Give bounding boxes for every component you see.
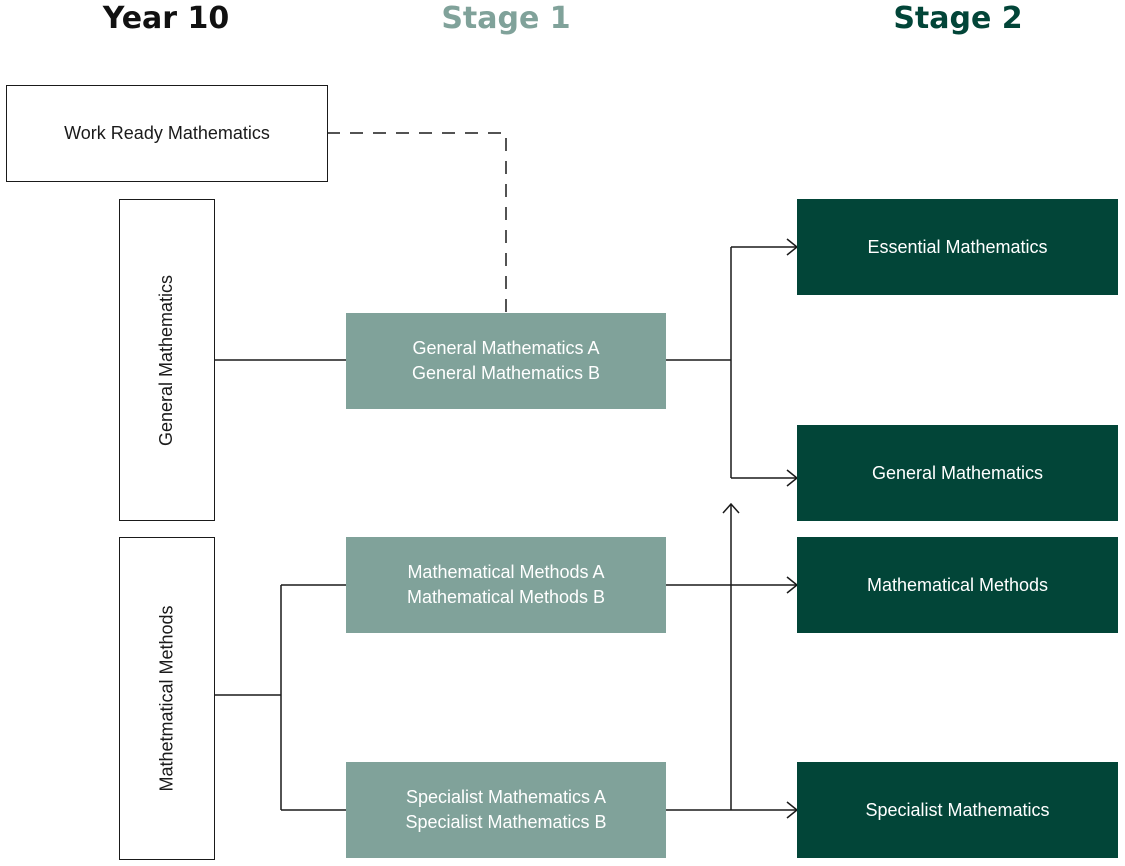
stage1-general-line1: General Mathematics A [412,338,600,358]
year10-methods-label: Mathetmatical Methods [156,605,177,792]
header-stage-2: Stage 2 [893,1,1023,36]
stage1-methods-line2: Mathematical Methods B [406,587,606,607]
stage1-methods-box: Mathematical Methods A Mathematical Meth… [346,537,666,633]
stage1-specialist-line1: Specialist Mathematics A [405,787,607,807]
stage2-essential-box: Essential Mathematics [797,199,1118,295]
stage2-specialist-label: Specialist Mathematics [865,799,1050,820]
header-stage-1: Stage 1 [441,1,571,36]
connector-general-s1-to-s2 [666,246,796,479]
connector-specialist-s1-to-s2 [666,504,796,811]
year10-work-ready-label: Work Ready Mathematics [64,123,270,143]
stage2-essential-label: Essential Mathematics [867,236,1048,257]
year10-general-label: General Mathematics [156,274,177,446]
connector-methods-y10-to-s1 [215,584,346,811]
stage2-methods-label: Mathematical Methods [866,574,1049,595]
stage2-general-label: General Mathematics [871,462,1044,483]
stage1-general-line2: General Mathematics B [411,363,601,383]
header-year-10: Year 10 [102,1,230,36]
stage2-general-box: General Mathematics [797,425,1118,521]
stage1-general-box: General Mathematics A General Mathematic… [346,313,666,409]
arrow-up-to-general [722,502,740,514]
stage2-methods-box: Mathematical Methods [797,537,1118,633]
connector-work-ready-to-general [327,132,507,314]
stage2-specialist-box: Specialist Mathematics [797,762,1118,858]
stage1-specialist-box: Specialist Mathematics A Specialist Math… [346,762,666,858]
year10-general-box: General Mathematics [119,199,215,521]
year10-methods-box: Mathetmatical Methods [119,537,215,860]
stage1-methods-line1: Mathematical Methods A [407,562,605,582]
stage1-specialist-line2: Specialist Mathematics B [405,812,607,832]
year10-work-ready-box: Work Ready Mathematics [6,85,328,182]
